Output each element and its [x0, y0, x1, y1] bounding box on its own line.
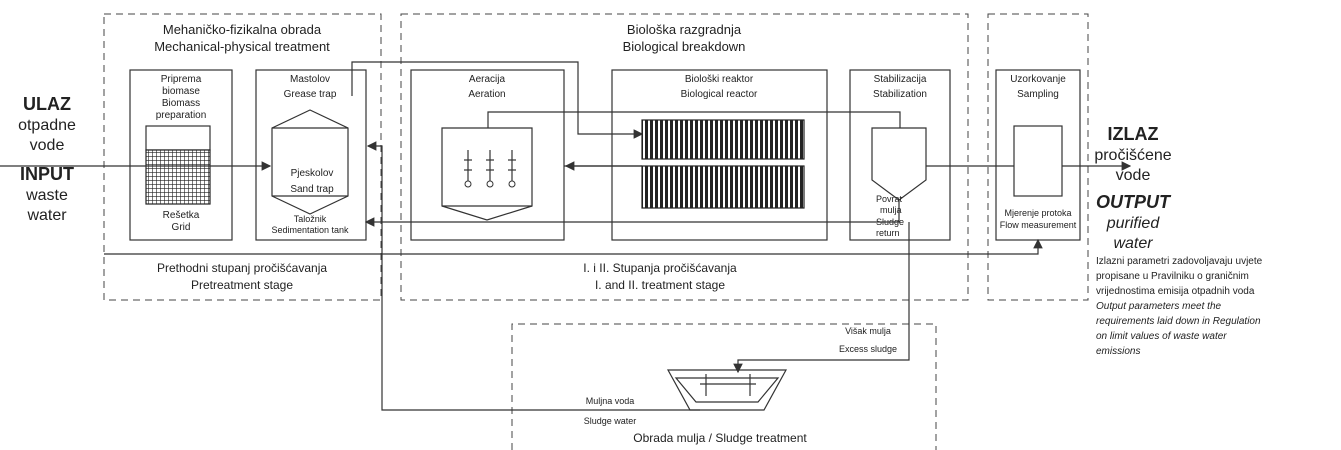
- mechanical-title-hr: Mehaničko-fizikalna obrada: [163, 22, 322, 37]
- grease-label-hr: Mastolov: [290, 74, 330, 85]
- grid-screen: [145, 149, 211, 205]
- biomass-l3: Biomass: [162, 98, 200, 109]
- aeration-box: [410, 69, 565, 241]
- sand-label-en: Sand trap: [290, 184, 334, 195]
- return-l1: Povrat: [876, 194, 903, 204]
- bioreactor-label-en: Biological reactor: [681, 89, 758, 100]
- excess-label-hr: Višak mulja: [845, 326, 891, 336]
- note-en-3: on limit values of waste water: [1096, 331, 1227, 342]
- aeration-tank: [441, 127, 533, 221]
- grid-label-hr: Rešetka: [163, 210, 200, 221]
- note-en-4: emissions: [1096, 346, 1140, 357]
- sampling-label-en: Sampling: [1017, 89, 1059, 100]
- pretreatment-label-hr: Prethodni stupanj pročišćavanja: [157, 261, 327, 275]
- input-water: water: [26, 207, 67, 224]
- bypass-line: [104, 238, 1043, 255]
- sludge-zone: [511, 323, 937, 450]
- grid-label-en: Grid: [172, 222, 191, 233]
- treatment-label-hr: I. i II. Stupanja pročišćavanja: [583, 261, 737, 275]
- sludge-tank: [666, 369, 788, 411]
- biomass-l2: biomase: [162, 86, 200, 97]
- sludge-tank-inner: [674, 377, 780, 403]
- note-en-1: Output parameters meet the: [1096, 301, 1222, 312]
- stabil-label-en: Stabilization: [873, 89, 927, 100]
- sludge-return-line: [364, 200, 900, 227]
- input-otpadne: otpadne: [18, 117, 76, 134]
- note-en-2: requirements laid down in Regulation: [1096, 316, 1261, 327]
- bioreactor-media-bottom: [641, 165, 805, 209]
- stabilization-box: [849, 69, 951, 241]
- mechanical-title-en: Mechanical-physical treatment: [154, 39, 330, 54]
- note-hr-1: Izlazni parametri zadovoljavaju uvjete: [1096, 256, 1263, 267]
- diffuser-icons: [464, 150, 516, 188]
- treatment-label-en: I. and II. treatment stage: [595, 278, 725, 292]
- return-l4: return: [876, 228, 900, 238]
- output-purified: purified: [1106, 215, 1161, 232]
- return-l2: mulja: [880, 205, 902, 215]
- input-ulaz: ULAZ: [23, 94, 71, 114]
- sludgewater-label-hr: Muljna voda: [586, 396, 635, 406]
- aeration-label-en: Aeration: [468, 89, 505, 100]
- stabil-label-hr: Stabilizacija: [874, 74, 927, 85]
- biomass-l4: preparation: [156, 110, 207, 121]
- aeration-label-hr: Aeracija: [469, 74, 506, 85]
- sludge-zone-title: Obrada mulja / Sludge treatment: [633, 431, 807, 445]
- biological-title-en: Biological breakdown: [623, 39, 746, 54]
- output-en: OUTPUT: [1096, 192, 1172, 212]
- flow-label-hr: Mjerenje protoka: [1004, 208, 1071, 218]
- biomass-l1: Priprema: [161, 74, 202, 85]
- grease-to-reactor-line: [351, 61, 644, 139]
- pretreatment-label-en: Pretreatment stage: [191, 278, 293, 292]
- excess-label-en: Excess sludge: [839, 344, 897, 354]
- bioreactor-media-top: [641, 119, 805, 160]
- input-vode: vode: [30, 137, 65, 154]
- biological-zone: [400, 13, 969, 301]
- output-izlaz: IZLAZ: [1108, 124, 1159, 144]
- output-procisc: pročišćene: [1094, 147, 1171, 164]
- aeration-reactor-loop: [487, 111, 901, 128]
- note-hr-3: vrijednostima emisija otpadnih voda: [1096, 286, 1255, 297]
- output-vode: vode: [1116, 167, 1151, 184]
- output-note: Izlazni parametri zadovoljavaju uvjete p…: [1096, 256, 1263, 357]
- sand-label-hr: Pjeskolov: [291, 168, 334, 179]
- excess-sludge-line: [733, 222, 910, 374]
- sludge-water-line: [366, 141, 700, 411]
- flow-label-en: Flow measurement: [1000, 220, 1077, 230]
- bioreactor-label-hr: Biološki reaktor: [685, 74, 754, 85]
- sedim-label-en: Sedimentation tank: [271, 225, 349, 235]
- sludgewater-label-en: Sludge water: [584, 416, 637, 426]
- output-water: water: [1113, 235, 1153, 252]
- input-en: INPUT: [20, 164, 74, 184]
- biomass-tank: [145, 125, 211, 151]
- input-waste: waste: [25, 187, 68, 204]
- stabilization-tank: [871, 127, 927, 201]
- note-hr-2: propisane u Pravilniku o graničnim: [1096, 271, 1249, 282]
- flow-meter: [1013, 125, 1063, 197]
- grease-label-en: Grease trap: [284, 89, 337, 100]
- sampling-zone: [987, 13, 1089, 301]
- mechanical-zone: [103, 13, 382, 301]
- biological-title-hr: Biološka razgradnja: [627, 22, 742, 37]
- sampling-label-hr: Uzorkovanje: [1010, 74, 1066, 85]
- sedim-label-hr: Taložnik: [294, 214, 327, 224]
